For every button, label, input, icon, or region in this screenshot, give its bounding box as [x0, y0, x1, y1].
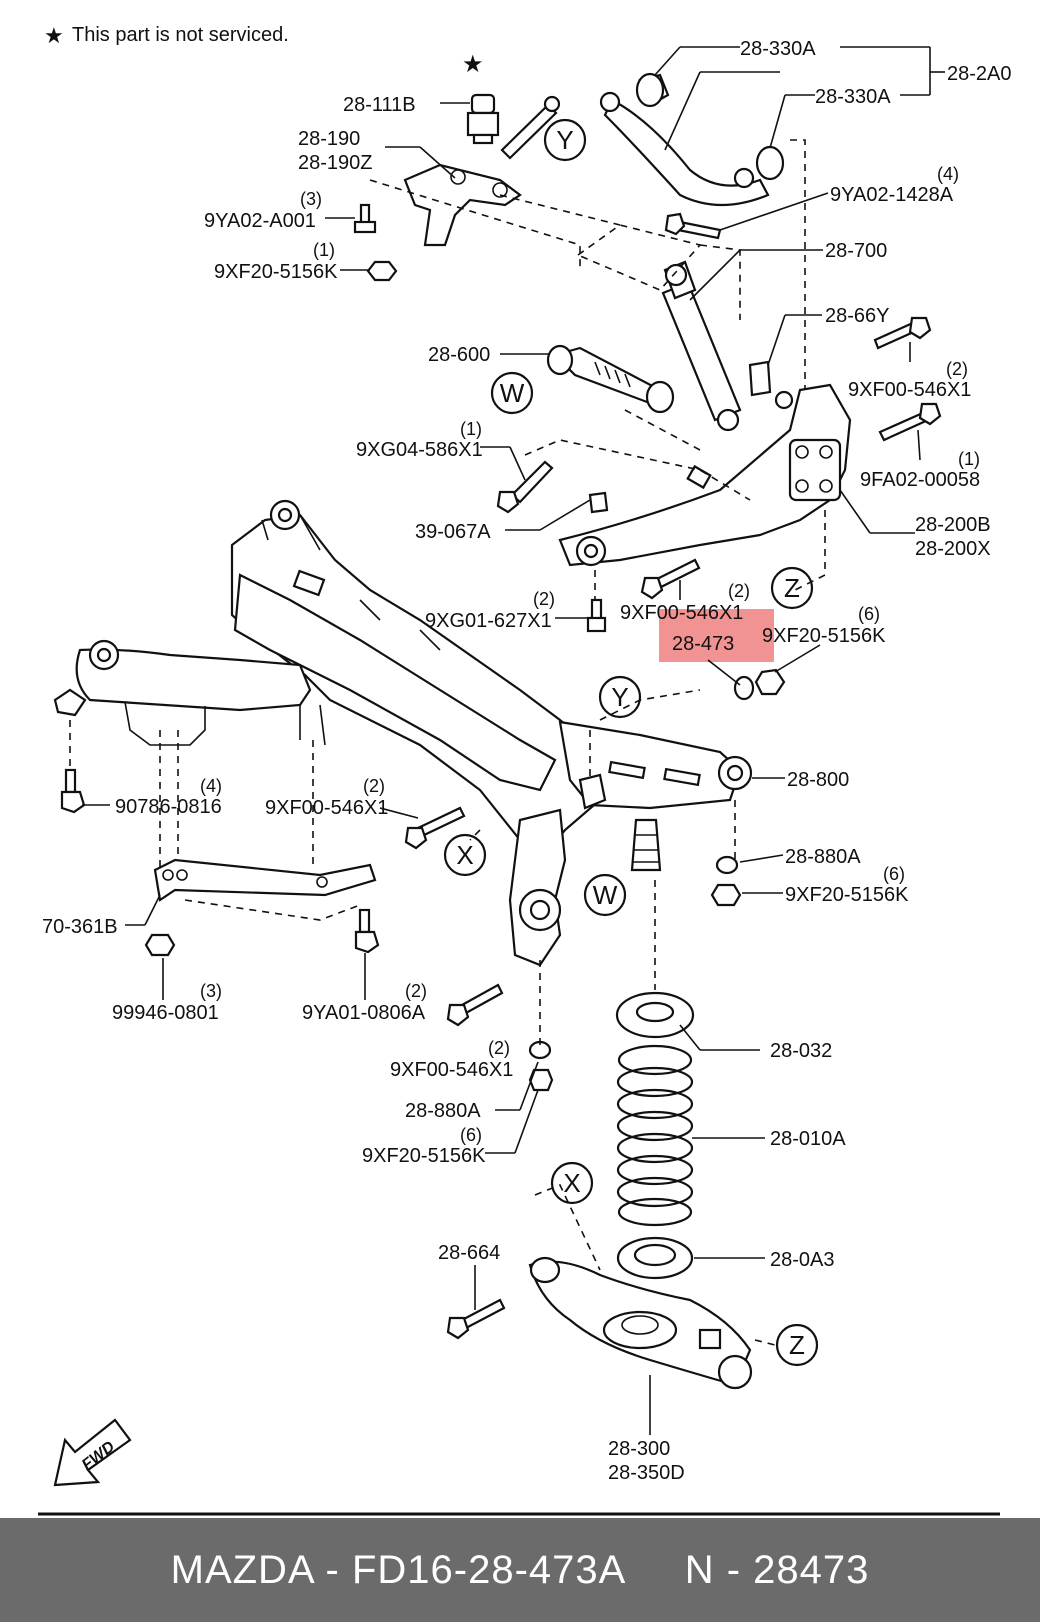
label-9XF20-5156K-c: 9XF20-5156K: [785, 884, 909, 906]
crossmember: [53, 499, 753, 967]
spring-seat-upper: [615, 991, 695, 1039]
svg-text:X: X: [563, 1168, 580, 1198]
svg-text:Z: Z: [789, 1330, 805, 1360]
label-9XG04-586X1: 9XG04-586X1: [356, 439, 483, 461]
highlight-box: [659, 609, 774, 662]
label-28-010A: 28-010A: [770, 1128, 846, 1150]
qty-9XF00-546X1-c: (2): [363, 776, 385, 796]
qty-9XF20-5156K-a: (1): [313, 240, 335, 260]
label-9XG01-627X1: 9XG01-627X1: [425, 610, 552, 632]
label-28-200X: 28-200X: [915, 538, 991, 560]
qty-99946-0801: (3): [200, 981, 222, 1001]
label-9XF00-546X1-c: 9XF00-546X1: [265, 797, 388, 819]
label-9YA01-0806A: 9YA01-0806A: [302, 1002, 426, 1024]
bushing-28-111B: [466, 93, 500, 145]
qty-9YA02-A001: (3): [300, 189, 322, 209]
lower-arm: [528, 1256, 753, 1390]
label-28-800: 28-800: [787, 769, 849, 791]
marker-Y-mid: Y: [598, 675, 642, 719]
label-28-200B: 28-200B: [915, 514, 991, 536]
shock-absorber: [661, 260, 742, 432]
svg-text:W: W: [500, 378, 525, 408]
label-99946-0801: 99946-0801: [112, 1002, 219, 1024]
label-9XF20-5156K-b: 9XF20-5156K: [762, 625, 886, 647]
marker-Z-low: Z: [775, 1323, 819, 1367]
label-28-0A3: 28-0A3: [770, 1249, 835, 1271]
qty-9XF20-5156K-d: (6): [460, 1125, 482, 1145]
star-icon-bolt: ★: [462, 51, 484, 78]
label-28-190: 28-190: [298, 128, 360, 150]
knuckle-trailing-link: [558, 383, 852, 567]
label-9XF20-5156K-a: 9XF20-5156K: [214, 261, 338, 283]
leader-lines: [82, 46, 945, 1435]
qty-9XF00-546X1-b: (2): [728, 581, 750, 601]
qty-9YA02-1428A: (4): [937, 164, 959, 184]
qty-9XG01-627X1: (2): [533, 589, 555, 609]
qty-9XF20-5156K-b: (6): [858, 604, 880, 624]
label-9FA02-00058: 9FA02-00058: [860, 469, 980, 491]
qty-9XF00-546X1-a: (2): [946, 359, 968, 379]
bracket-28-190: [403, 163, 522, 247]
star-bolt: [500, 95, 561, 160]
spring-seat-lower: [616, 1236, 694, 1280]
label-28-330A-top: 28-330A: [740, 38, 816, 60]
note-text: This part is not serviced.: [72, 24, 289, 46]
label-9XF20-5156K-d: 9XF20-5156K: [362, 1145, 486, 1167]
svg-text:Y: Y: [611, 682, 628, 712]
label-28-111B: 28-111B: [343, 94, 416, 116]
upper-arm: [599, 72, 785, 207]
lateral-link: [546, 344, 675, 414]
qty-9XF00-546X1-d: (2): [488, 1038, 510, 1058]
marker-W-mid: W: [490, 371, 534, 415]
suspension-diagram: ★ This part is not serviced.: [38, 23, 1012, 1516]
label-9XF00-546X1-a: 9XF00-546X1: [848, 379, 971, 401]
svg-text:X: X: [456, 840, 473, 870]
marker-Z-mid: Z: [770, 566, 814, 610]
label-90786-0816: 90786-0816: [115, 796, 222, 818]
label-39-067A: 39-067A: [415, 521, 491, 543]
label-28-664: 28-664: [438, 1242, 500, 1264]
label-28-473: 28-473: [672, 633, 734, 655]
label-28-330A-mid: 28-330A: [815, 86, 891, 108]
label-28-880A-b: 28-880A: [405, 1100, 481, 1122]
label-70-361B: 70-361B: [42, 916, 118, 938]
marker-X-mid: X: [443, 833, 487, 877]
coil-spring: [616, 1044, 694, 1227]
label-9XF00-546X1-d: 9XF00-546X1: [390, 1059, 513, 1081]
marker-Y-top: Y: [543, 118, 587, 162]
label-28-2A0: 28-2A0: [947, 63, 1012, 85]
label-28-880A-a: 28-880A: [785, 846, 861, 868]
label-28-600: 28-600: [428, 344, 490, 366]
qty-9XG04-586X1: (1): [460, 419, 482, 439]
label-28-700: 28-700: [825, 240, 887, 262]
label-9XF00-546X1-b: 9XF00-546X1: [620, 602, 743, 624]
fwd-arrow-icon: FWD: [53, 1418, 132, 1487]
qty-90786-0816: (4): [200, 776, 222, 796]
label-28-300: 28-300: [608, 1438, 670, 1460]
qty-9FA02-00058: (1): [958, 449, 980, 469]
footer-part-number: MAZDA - FD16-28-473A N - 28473: [170, 1547, 870, 1592]
marker-W-low: W: [583, 873, 627, 917]
label-28-66Y: 28-66Y: [825, 305, 890, 327]
svg-text:Z: Z: [784, 573, 800, 603]
part-labels: 28-330A 28-2A0 28-330A 28-111B 28-190 28…: [42, 38, 1012, 1484]
star-icon: ★: [44, 23, 64, 48]
label-9YA02-1428A: 9YA02-1428A: [830, 184, 954, 206]
footer-bar: MAZDA - FD16-28-473A N - 28473: [0, 1518, 1040, 1622]
qty-9YA01-0806A: (2): [405, 981, 427, 1001]
marker-X-low: X: [550, 1161, 594, 1205]
svg-text:W: W: [593, 880, 618, 910]
svg-text:Y: Y: [556, 125, 573, 155]
label-28-032: 28-032: [770, 1040, 832, 1062]
fasteners: [60, 203, 942, 1340]
qty-9XF20-5156K-c: (6): [883, 864, 905, 884]
label-28-190Z: 28-190Z: [298, 152, 373, 174]
label-9YA02-A001: 9YA02-A001: [204, 210, 316, 232]
label-28-350D: 28-350D: [608, 1462, 685, 1484]
